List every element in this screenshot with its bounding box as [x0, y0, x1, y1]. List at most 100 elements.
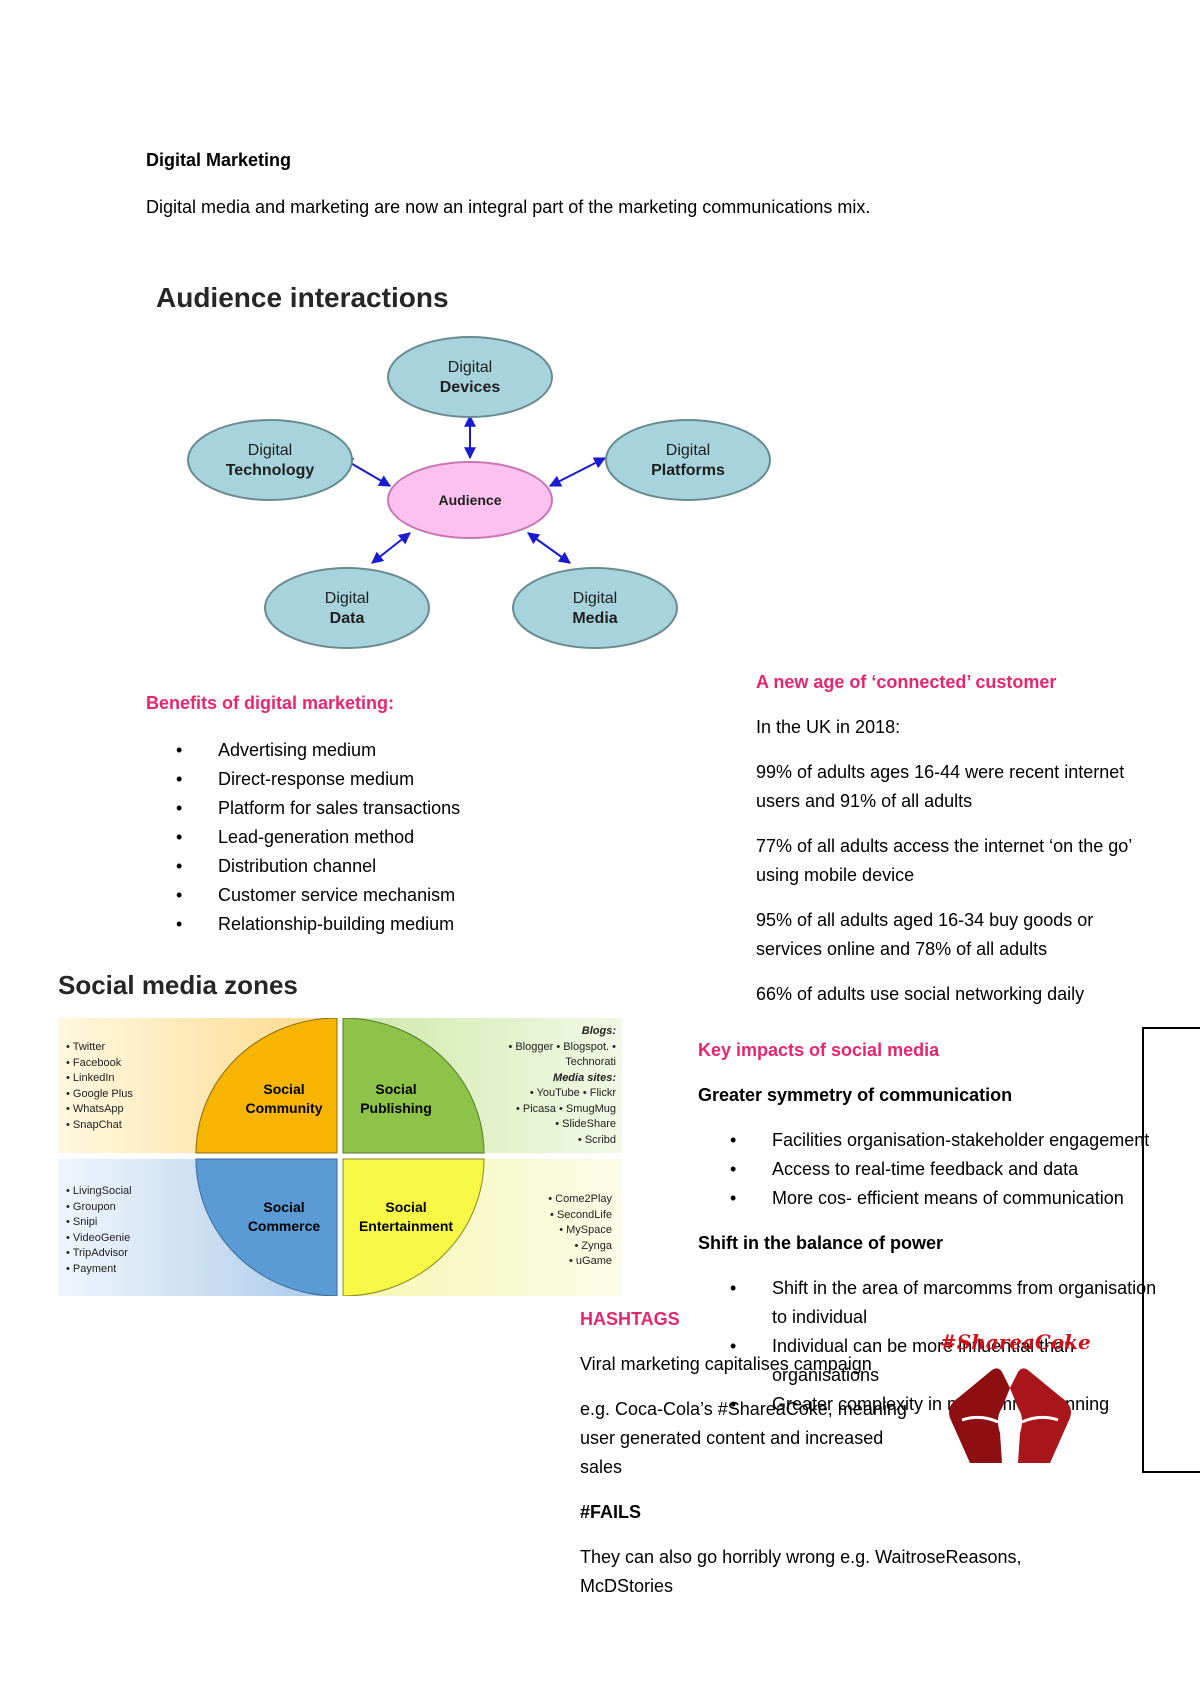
audience-diagram-title: Audience interactions: [156, 282, 449, 313]
list-item: Media sites:: [553, 1071, 616, 1084]
zone-commerce-list: • LivingSocial • Groupon • Snipi • Video…: [66, 1184, 132, 1277]
zone-community-list: • Twitter • Facebook • LinkedIn • Google…: [66, 1040, 133, 1133]
stat-paragraph: 77% of all adults access the internet ‘o…: [756, 836, 1132, 885]
list-item: • LivingSocial: [66, 1185, 132, 1197]
node-devices-line2: Devices: [440, 379, 501, 396]
list-item: Technorati: [565, 1056, 616, 1068]
list-item: Access to real-time feedback and data: [730, 1155, 1168, 1184]
list-item: • Facebook: [66, 1056, 122, 1069]
zone-community-label: Social Community: [234, 1080, 334, 1118]
stat-paragraph: 95% of all adults aged 16-34 buy goods o…: [756, 910, 1094, 959]
node-platforms-line1: Digital: [666, 442, 710, 459]
quarter-community: [195, 1018, 338, 1154]
node-media: [512, 567, 678, 649]
list-item: • Payment: [66, 1262, 117, 1275]
list-item: • uGame: [569, 1255, 612, 1267]
list-item: Facilities organisation-stakeholder enga…: [730, 1126, 1168, 1155]
sharecoke-logo-text: #ShareaCoke: [940, 1330, 1091, 1354]
impacts-section: Key impacts of social media Greater symm…: [698, 1036, 1168, 1419]
impacts-heading: Key impacts of social media: [698, 1040, 940, 1060]
arrow-data: [371, 532, 411, 564]
list-item: • MySpace: [559, 1224, 612, 1236]
list-item: • Twitter: [66, 1041, 106, 1053]
list-item: Platform for sales transactions: [176, 794, 596, 823]
zone-entertainment-label: Social Entertainment: [346, 1198, 466, 1236]
node-media-line2: Media: [572, 610, 617, 627]
list-item: • Picasa • SmugMug: [515, 1102, 616, 1115]
connected-section: A new age of ‘connected’ customer In the…: [756, 668, 1156, 1025]
node-audience-label: Audience: [438, 492, 501, 508]
list-item: • SecondLife: [550, 1208, 612, 1221]
stat-paragraph: 66% of adults use social networking dail…: [756, 984, 1085, 1004]
list-item: • Groupon: [66, 1200, 116, 1213]
list-item: • WhatsApp: [66, 1103, 124, 1115]
list-item: Lead-generation method: [176, 823, 596, 852]
list-item: Relationship-building medium: [176, 910, 596, 939]
quarter-commerce: [195, 1158, 338, 1296]
list-item: • Blogger • Blogspot. •: [508, 1040, 616, 1053]
page-title: Digital Marketing: [146, 150, 292, 170]
list-item: Advertising medium: [176, 736, 596, 765]
list-item: Customer service mechanism: [176, 881, 596, 910]
coke-bottles-icon: [949, 1368, 1071, 1463]
list-item: Distribution channel: [176, 852, 596, 881]
connected-heading: A new age of ‘connected’ customer: [756, 672, 1057, 692]
node-audience: [387, 461, 553, 539]
zone-commerce-label1: Social: [263, 1199, 305, 1215]
node-technology: [187, 419, 353, 501]
quarter-publishing: [342, 1018, 485, 1154]
node-platforms: [605, 419, 771, 501]
impacts-subheading-power: Shift in the balance of power: [698, 1233, 944, 1253]
zones-graphic: [58, 1018, 622, 1296]
zone-publishing-label2: Publishing: [360, 1100, 432, 1116]
list-item: • Snipi: [66, 1216, 98, 1228]
arrow-media: [527, 532, 571, 564]
connected-intro: In the UK in 2018:: [756, 717, 901, 737]
node-technology-line1: Digital: [248, 442, 292, 459]
stat-paragraph: 99% of adults ages 16-44 were recent int…: [756, 762, 1125, 811]
sharecoke-image: #ShareaCoke: [940, 1330, 1091, 1465]
hashtags-line1: Viral marketing capitalises campaign: [580, 1354, 872, 1374]
node-devices-line1: Digital: [448, 359, 492, 376]
list-item: Individual can be more influential than …: [730, 1332, 1168, 1390]
node-platforms-line2: Platforms: [651, 462, 725, 479]
benefits-heading: Benefits of digital marketing:: [146, 693, 395, 713]
node-technology-line2: Technology: [226, 462, 315, 479]
zone-entertainment-list: • Come2Play • SecondLife • MySpace • Zyn…: [548, 1192, 612, 1270]
hashtags-heading: HASHTAGS: [580, 1309, 680, 1329]
zone-community-label1: Social: [263, 1081, 305, 1097]
list-item: • YouTube • Flickr: [529, 1087, 616, 1099]
list-item: Blogs:: [581, 1025, 616, 1037]
intro-paragraph: Digital media and marketing are now an i…: [146, 197, 871, 217]
hashtags-section: HASHTAGS Viral marketing capitalises cam…: [580, 1305, 1140, 1617]
node-data-line1: Digital: [325, 590, 369, 607]
zones-diagram: Social Community Social Publishing Socia…: [58, 1018, 622, 1296]
zone-publishing-label1: Social: [375, 1081, 417, 1097]
audience-diagram: Audience interactions Digital Devices Di…: [140, 278, 800, 663]
fails-heading: #FAILS: [580, 1502, 642, 1522]
quarter-entertainment: [342, 1158, 485, 1296]
text-box-frame: [1142, 1027, 1200, 1473]
list-item: • TripAdvisor: [66, 1247, 128, 1259]
zone-community-label2: Community: [245, 1100, 323, 1116]
audience-diagram-graphic: Digital Devices Digital Technology Digit…: [187, 336, 771, 649]
fails-text: They can also go horribly wrong e.g. Wai…: [580, 1547, 1022, 1596]
impacts-list-symmetry: Facilities organisation-stakeholder enga…: [730, 1126, 1168, 1213]
list-item: • SnapChat: [66, 1118, 122, 1131]
zone-publishing-list: Blogs: • Blogger • Blogspot. • Technorat…: [508, 1024, 616, 1148]
zone-commerce-label2: Commerce: [247, 1218, 321, 1234]
impacts-subheading-symmetry: Greater symmetry of communication: [698, 1085, 1013, 1105]
list-item: More cos- efficient means of communicati…: [730, 1184, 1168, 1213]
node-data: [264, 567, 430, 649]
list-item: Shift in the area of marcomms from organ…: [730, 1274, 1168, 1332]
zone-entertainment-label1: Social: [385, 1199, 427, 1215]
list-item: • Google Plus: [66, 1087, 133, 1100]
list-item: • Zynga: [574, 1239, 612, 1252]
benefits-list: Advertising medium Direct-response mediu…: [176, 736, 596, 939]
list-item: • Come2Play: [548, 1193, 612, 1205]
list-item: • LinkedIn: [66, 1072, 115, 1084]
node-data-line2: Data: [330, 610, 365, 627]
zones-title: Social media zones: [58, 970, 298, 1000]
list-item: • VideoGenie: [66, 1231, 131, 1244]
hashtags-line2: e.g. Coca-Cola’s #ShareaCoke, meaning us…: [580, 1399, 907, 1477]
